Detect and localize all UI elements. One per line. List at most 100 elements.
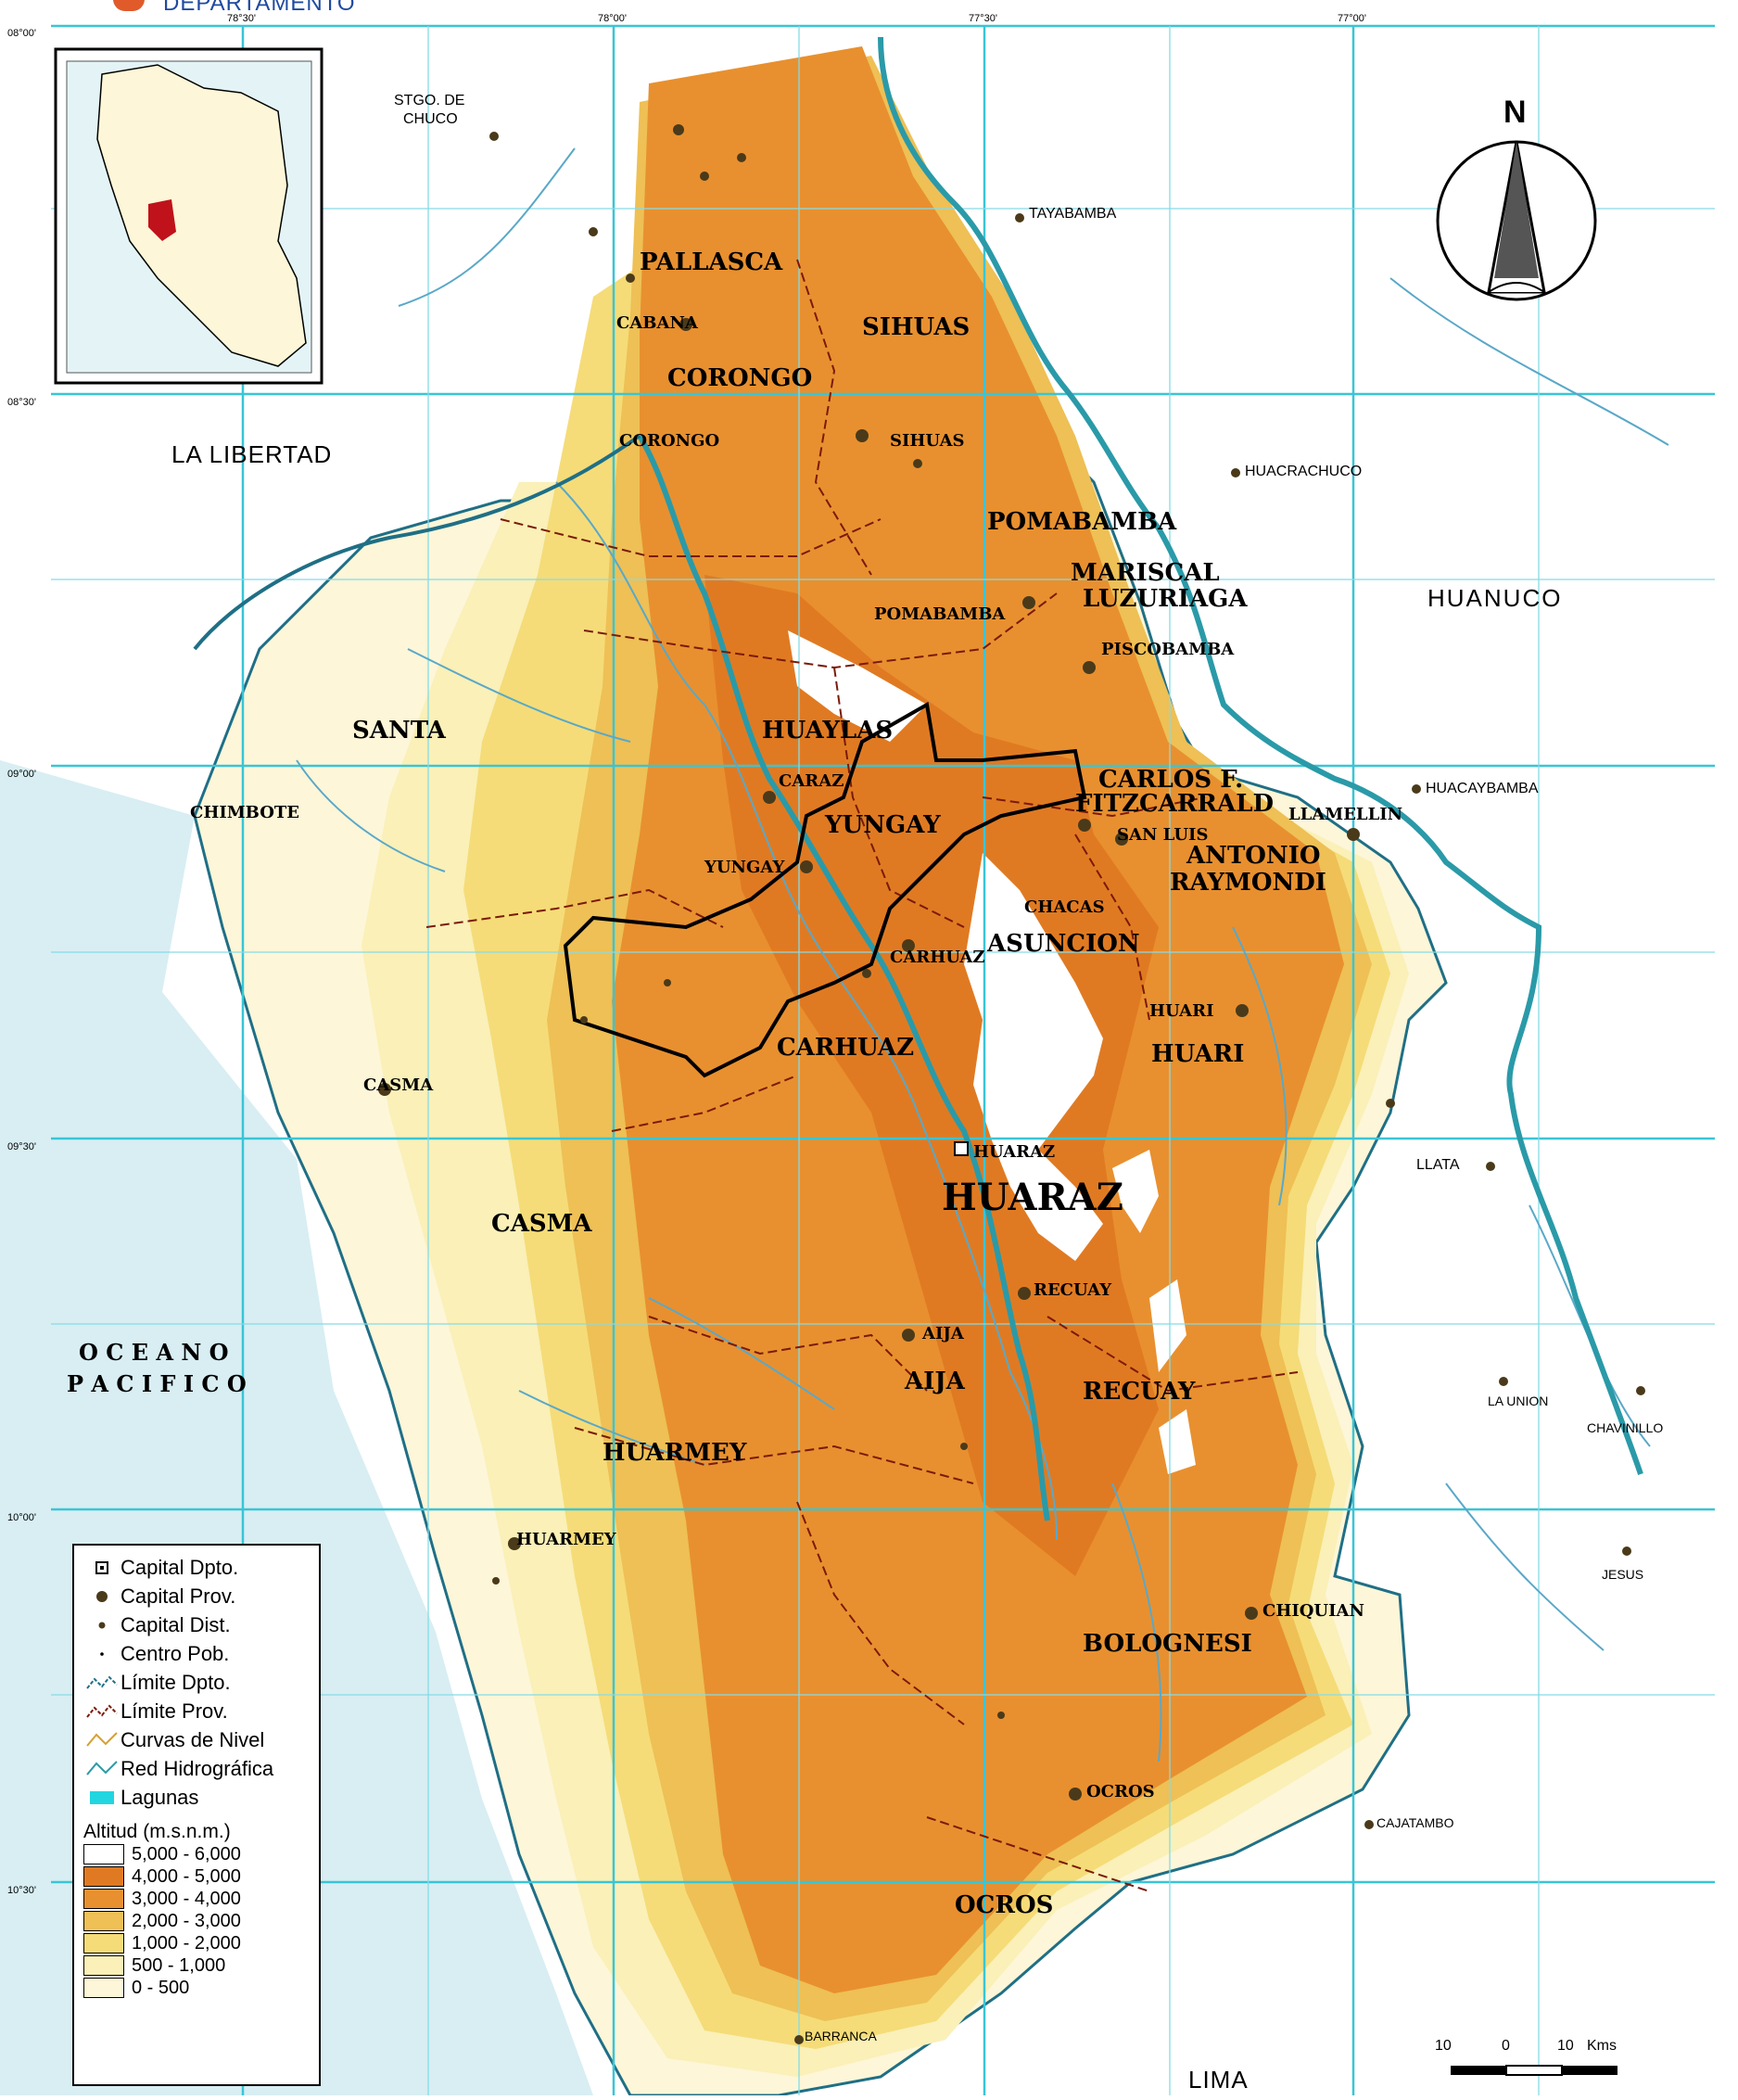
province-label: HUAYLAS [762, 717, 894, 745]
altitude-swatch [83, 1889, 124, 1909]
scale-unit: Kms [1587, 2038, 1617, 2054]
legend: Capital Dpto. Capital Prov. Capital Dist… [72, 1544, 321, 2086]
dept-capital-label: HUARAZ [973, 1142, 1056, 1162]
settlement-markers [378, 124, 1645, 2044]
province-label: CORONGO [667, 364, 813, 392]
legend-item: Centro Pob. [83, 1639, 310, 1668]
altitude-row: 2,000 - 3,000 [83, 1910, 310, 1932]
legend-label: Límite Dpto. [121, 1670, 231, 1694]
inset-map [54, 47, 323, 385]
altitude-swatch [83, 1955, 124, 1976]
town-label: TAYABAMBA [1029, 206, 1117, 222]
lat-label: 10°00' [7, 1512, 36, 1523]
lat-label: 09°30' [7, 1141, 36, 1152]
capital-label: CHACAS [1024, 897, 1105, 917]
lon-label: 78°30' [227, 13, 256, 24]
altitude-row: 3,000 - 4,000 [83, 1888, 310, 1910]
altitude-row: 5,000 - 6,000 [83, 1843, 310, 1865]
province-label: ASUNCION [987, 930, 1140, 958]
capital-label: PISCOBAMBA [1101, 640, 1235, 659]
altitude-swatch [83, 1844, 124, 1865]
capital-label: OCROS [1086, 1782, 1155, 1801]
town-label: STGO. DE [394, 93, 465, 108]
legend-item: Lagunas [83, 1783, 310, 1812]
lake-icon [83, 1789, 121, 1806]
capital-label: HUARMEY [516, 1530, 616, 1549]
capital-label: SAN LUIS [1117, 825, 1209, 845]
capital-label: LLAMELLIN [1288, 805, 1403, 824]
town-label: HUACRACHUCO [1245, 464, 1363, 479]
town-label: BARRANCA [805, 2029, 877, 2043]
legend-item: Capital Prov. [83, 1582, 310, 1610]
altitude-swatch [83, 1978, 124, 1998]
legend-item: Capital Dist. [83, 1610, 310, 1639]
altitude-title: Altitud (m.s.n.m.) [83, 1821, 231, 1842]
scale-label: 10 [1557, 2038, 1574, 2054]
altitude-range: 1,000 - 2,000 [132, 1932, 241, 1954]
ocean-label: P A C I F I C O [67, 1370, 247, 1397]
province-label: RAYMONDI [1170, 869, 1326, 897]
province-label: SIHUAS [862, 313, 970, 341]
province-label: HUARAZ [942, 1176, 1123, 1219]
town-label: LLATA [1416, 1157, 1460, 1173]
legend-item: Límite Prov. [83, 1697, 310, 1725]
capital-dist-icon [83, 1618, 121, 1633]
scale-label: 10 [1435, 2038, 1452, 2054]
neighbor-lima: LIMA [1188, 2066, 1249, 2094]
prov-limit-icon [83, 1702, 121, 1721]
altitude-row: 4,000 - 5,000 [83, 1865, 310, 1888]
dept-limit-icon [83, 1674, 121, 1692]
capital-dpto-marker [954, 1141, 969, 1156]
lon-label: 78°00' [598, 13, 627, 24]
altitude-swatch [83, 1933, 124, 1954]
scale-label: 0 [1502, 2038, 1510, 2054]
town-label: CHUCO [403, 111, 458, 127]
header-logo [113, 0, 145, 11]
altitude-row: 500 - 1,000 [83, 1954, 310, 1977]
legend-item: Capital Dpto. [83, 1553, 310, 1582]
altitude-range: 4,000 - 5,000 [132, 1865, 241, 1887]
legend-item: Curvas de Nivel [83, 1725, 310, 1754]
lat-label: 08°00' [7, 28, 36, 39]
river-maranon [878, 36, 1643, 1475]
province-label: MARISCAL [1071, 559, 1220, 587]
province-label: ANTONIO [1186, 842, 1321, 870]
altitude-row: 0 - 500 [83, 1977, 310, 1999]
province-label: POMABAMBA [987, 508, 1177, 536]
town-label: CHAVINILLO [1587, 1420, 1664, 1435]
capital-label: CHIMBOTE [190, 803, 300, 822]
river-santa-mouth [193, 434, 641, 651]
province-label: PALLASCA [640, 248, 783, 276]
province-label: FITZCARRALD [1075, 790, 1275, 818]
alt-5000-6000-b [964, 853, 1103, 1261]
header-subtitle: DEPARTAMENTO [163, 0, 356, 16]
capital-label: CORONGO [619, 431, 720, 451]
altitude-range: 2,000 - 3,000 [132, 1910, 241, 1931]
province-label: SANTA [352, 717, 446, 745]
province-label: RECUAY [1083, 1378, 1196, 1406]
altitude-swatch [83, 1911, 124, 1931]
province-label: LUZURIAGA [1083, 585, 1248, 613]
centro-pob-icon [83, 1647, 121, 1661]
lon-label: 77°30' [969, 13, 997, 24]
altitude-range: 0 - 500 [132, 1977, 190, 1998]
alt-5000-6000-d [1149, 1279, 1186, 1372]
legend-label: Red Hidrográfica [121, 1756, 274, 1780]
river-santa [637, 434, 1050, 1521]
altitude-swatch [83, 1866, 124, 1887]
town-label: CAJATAMBO [1376, 1815, 1454, 1830]
province-label: BOLOGNESI [1083, 1630, 1252, 1658]
capital-label: AIJA [922, 1324, 964, 1343]
province-label: HUARMEY [603, 1439, 747, 1467]
capital-label: SIHUAS [890, 431, 965, 451]
legend-label: Centro Pob. [121, 1641, 230, 1665]
province-label: OCROS [955, 1891, 1054, 1919]
capital-label: CHIQUIAN [1262, 1601, 1364, 1621]
ocean-label: O C E A N O [79, 1339, 229, 1366]
province-label: HUARI [1151, 1040, 1245, 1068]
legend-label: Lagunas [121, 1785, 199, 1809]
lat-label: 10°30' [7, 1885, 36, 1896]
lat-label: 08°30' [7, 397, 36, 408]
